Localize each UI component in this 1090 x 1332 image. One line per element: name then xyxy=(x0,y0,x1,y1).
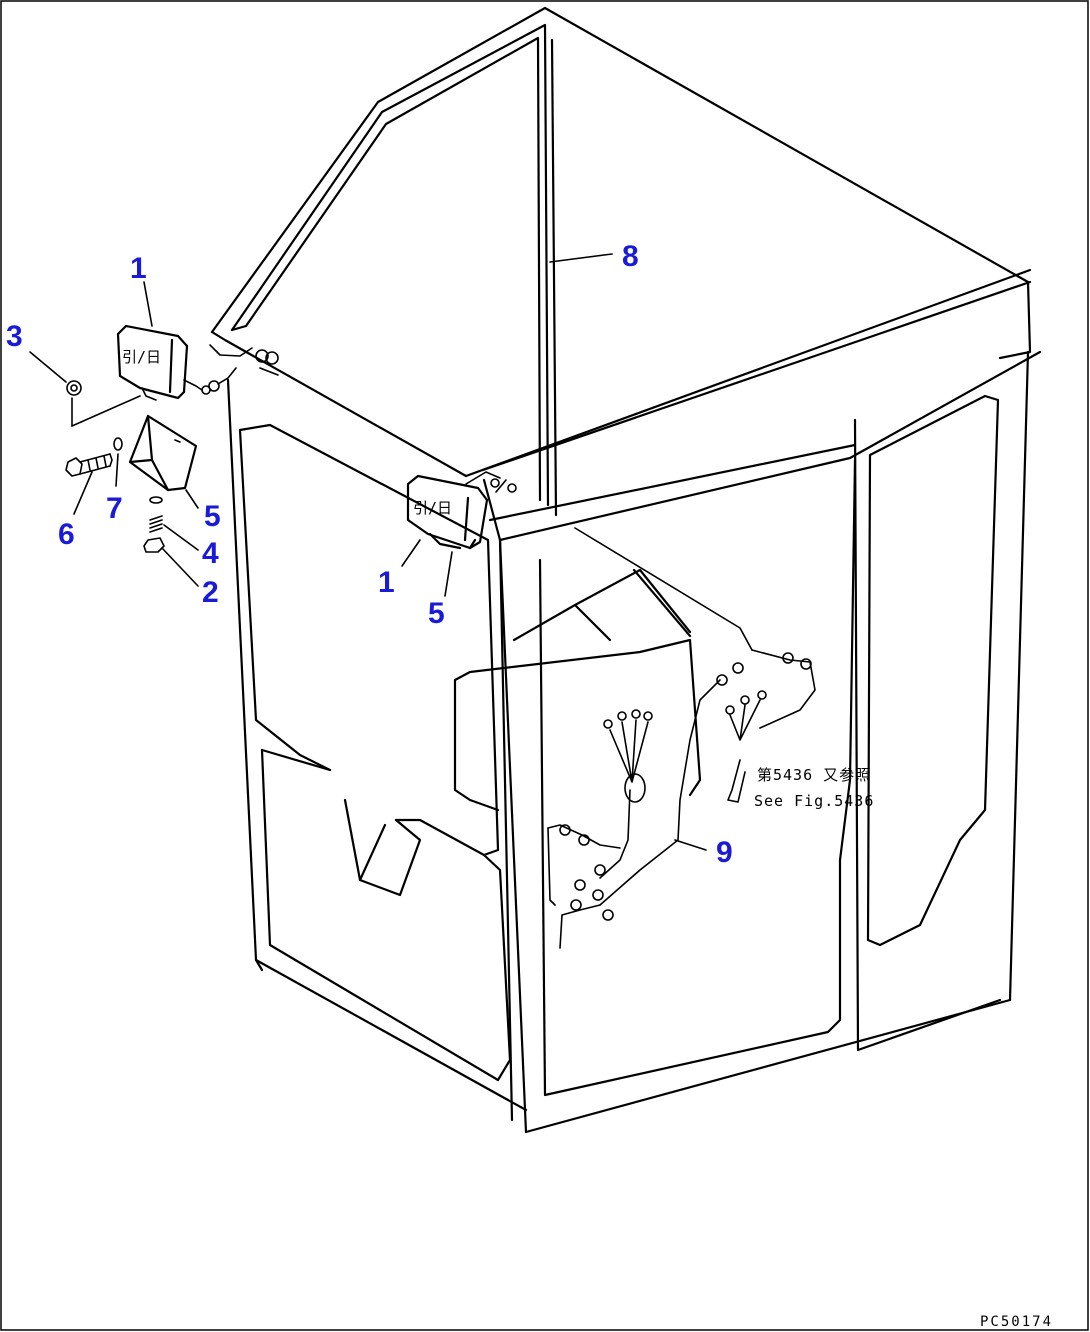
callout-4: 4 xyxy=(202,537,219,570)
callout-3: 3 xyxy=(6,320,23,353)
callouts: 1 1 2 3 4 5 5 6 7 8 9 xyxy=(6,240,733,869)
callout-9: 9 xyxy=(716,836,733,869)
bolt xyxy=(65,453,113,477)
spring-washer xyxy=(149,496,163,533)
lamp-marking-front: 引/日 xyxy=(413,499,452,517)
callout-6: 6 xyxy=(58,518,75,551)
bracket-exploded xyxy=(128,414,198,492)
leader-lines xyxy=(29,253,707,851)
washer xyxy=(113,437,123,451)
windshield-mount xyxy=(208,344,279,392)
cab-interior xyxy=(343,568,702,897)
callout-5-exploded: 5 xyxy=(204,500,221,533)
callout-1-mounted: 1 xyxy=(378,566,395,599)
callout-5-mounted: 5 xyxy=(428,597,445,630)
callout-1-exploded: 1 xyxy=(130,252,147,285)
drawing-code: PC50174 xyxy=(980,1314,1053,1330)
callout-2: 2 xyxy=(202,576,219,609)
exploded-lamp: 引/日 xyxy=(71,324,211,427)
lamp-marking-exploded: 引/日 xyxy=(122,348,161,366)
reference-note-en: See Fig.5436 xyxy=(754,792,874,810)
reference-note-jp: 第5436 又参照 xyxy=(757,766,871,784)
hex-nut xyxy=(143,537,165,553)
cab-outline xyxy=(210,6,1042,1134)
front-lamp-assembly: 引/日 xyxy=(406,471,517,550)
nut xyxy=(66,380,82,396)
wiring-harness xyxy=(547,527,816,949)
callout-8: 8 xyxy=(622,240,639,273)
callout-7: 7 xyxy=(106,492,123,525)
